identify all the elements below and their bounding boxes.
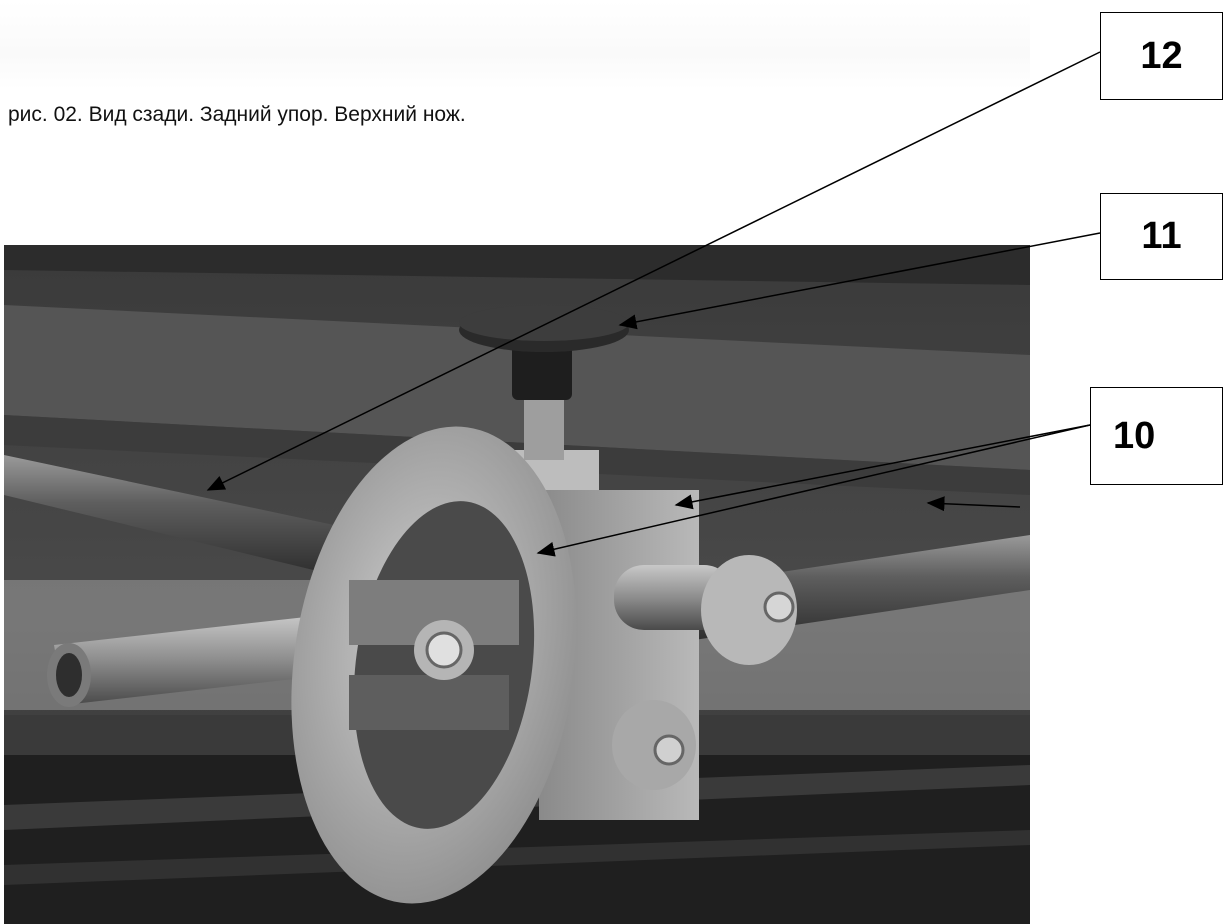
callout-10: 10	[1090, 387, 1223, 485]
callout-11-label: 11	[1141, 215, 1182, 257]
callout-11: 11	[1100, 193, 1223, 280]
header-strip	[0, 0, 1030, 90]
callout-12-label: 12	[1140, 34, 1183, 77]
machine-photo	[4, 245, 1030, 924]
callout-10-label: 10	[1113, 414, 1156, 457]
callout-12: 12	[1100, 12, 1223, 100]
figure-caption: рис. 02. Вид сзади. Задний упор. Верхний…	[8, 103, 466, 126]
